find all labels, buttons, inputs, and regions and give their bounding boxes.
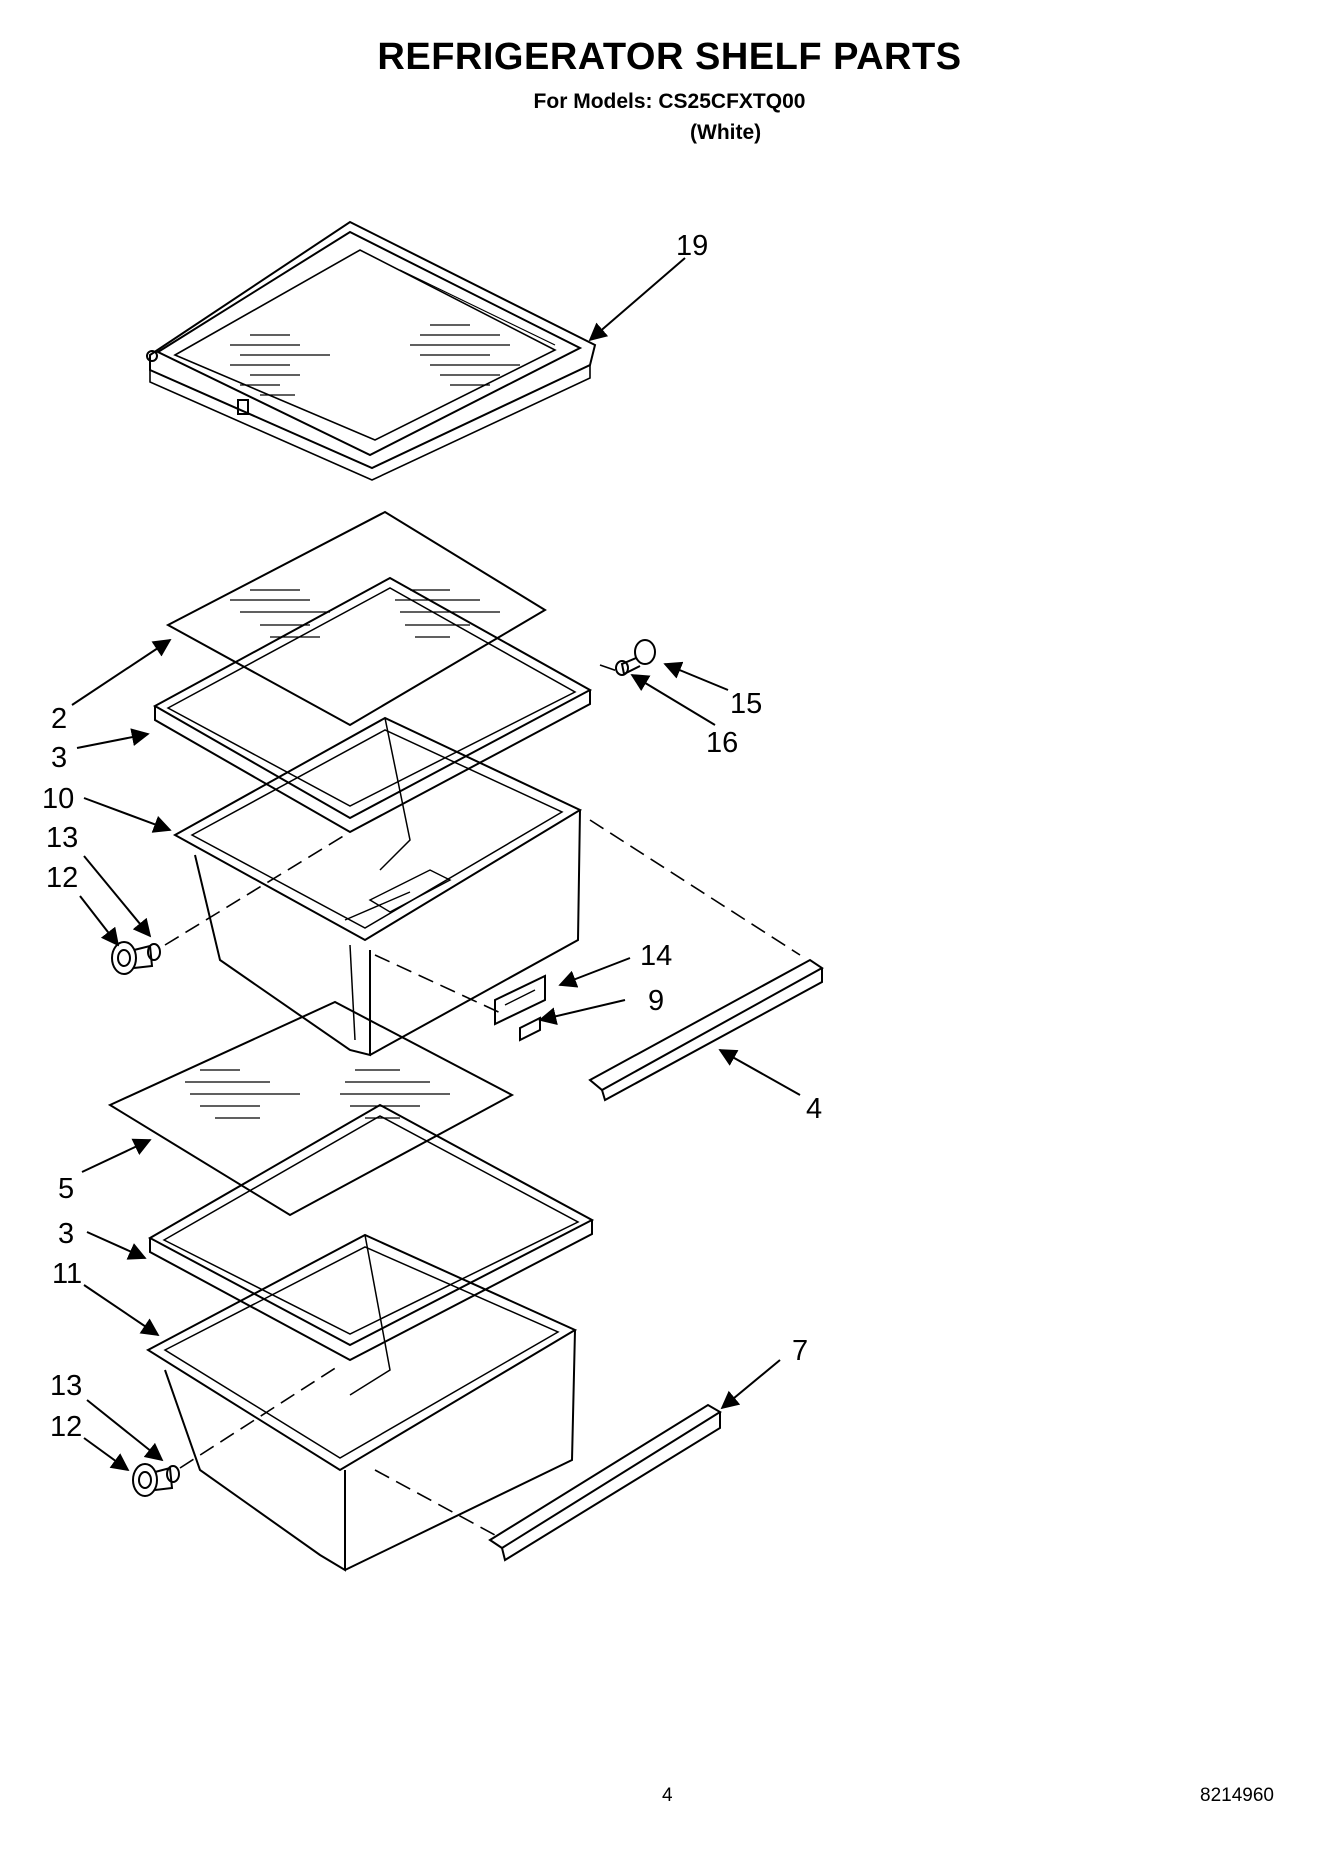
clip-parts-14-9 (494, 974, 546, 1042)
callout-12-upper: 12 (46, 862, 78, 894)
shelf-frame-part-3-lower (147, 1103, 595, 1362)
callout-leaders (71, 257, 801, 1472)
page-title: REFRIGERATOR SHELF PARTS (377, 36, 962, 78)
callout-19: 19 (676, 230, 708, 262)
callout-7: 7 (792, 1335, 808, 1367)
callout-labels: 19 2 3 10 13 12 15 16 14 9 4 5 3 11 7 13… (42, 230, 822, 1443)
knob-parts-12-13-lower (132, 1463, 180, 1497)
callout-13-upper: 13 (46, 822, 78, 854)
assembly-dashed-lines (164, 664, 801, 1536)
color-line: (White) (690, 121, 762, 144)
page-number: 4 (662, 1785, 673, 1806)
crisper-drawer-part-10 (172, 716, 583, 1057)
callout-9: 9 (648, 985, 664, 1017)
callout-3-upper: 3 (51, 742, 67, 774)
crisper-drawer-part-11 (145, 1233, 578, 1572)
shelf-frame-part-3-upper (152, 576, 593, 834)
callout-5: 5 (58, 1173, 74, 1205)
top-shelf-part-19 (146, 220, 597, 481)
trim-strip-part-7 (488, 1403, 722, 1562)
trim-strip-part-4 (588, 958, 824, 1102)
model-line: For Models: CS25CFXTQ00 (533, 90, 806, 113)
callout-2: 2 (51, 703, 67, 735)
document-number: 8214960 (1200, 1785, 1274, 1806)
glass-shelf-part-2 (165, 510, 547, 727)
callout-15: 15 (730, 688, 762, 720)
knob-parts-15-16 (615, 639, 656, 676)
callout-16: 16 (706, 727, 738, 759)
knob-parts-12-13-upper (111, 941, 161, 975)
callout-3-lower: 3 (58, 1218, 74, 1250)
callout-4: 4 (806, 1093, 822, 1125)
callout-12-lower: 12 (50, 1411, 82, 1443)
glass-shelf-part-5 (107, 1000, 515, 1217)
callout-10: 10 (42, 783, 74, 815)
callout-13-lower: 13 (50, 1370, 82, 1402)
callout-14: 14 (640, 940, 672, 972)
callout-11: 11 (52, 1258, 82, 1290)
